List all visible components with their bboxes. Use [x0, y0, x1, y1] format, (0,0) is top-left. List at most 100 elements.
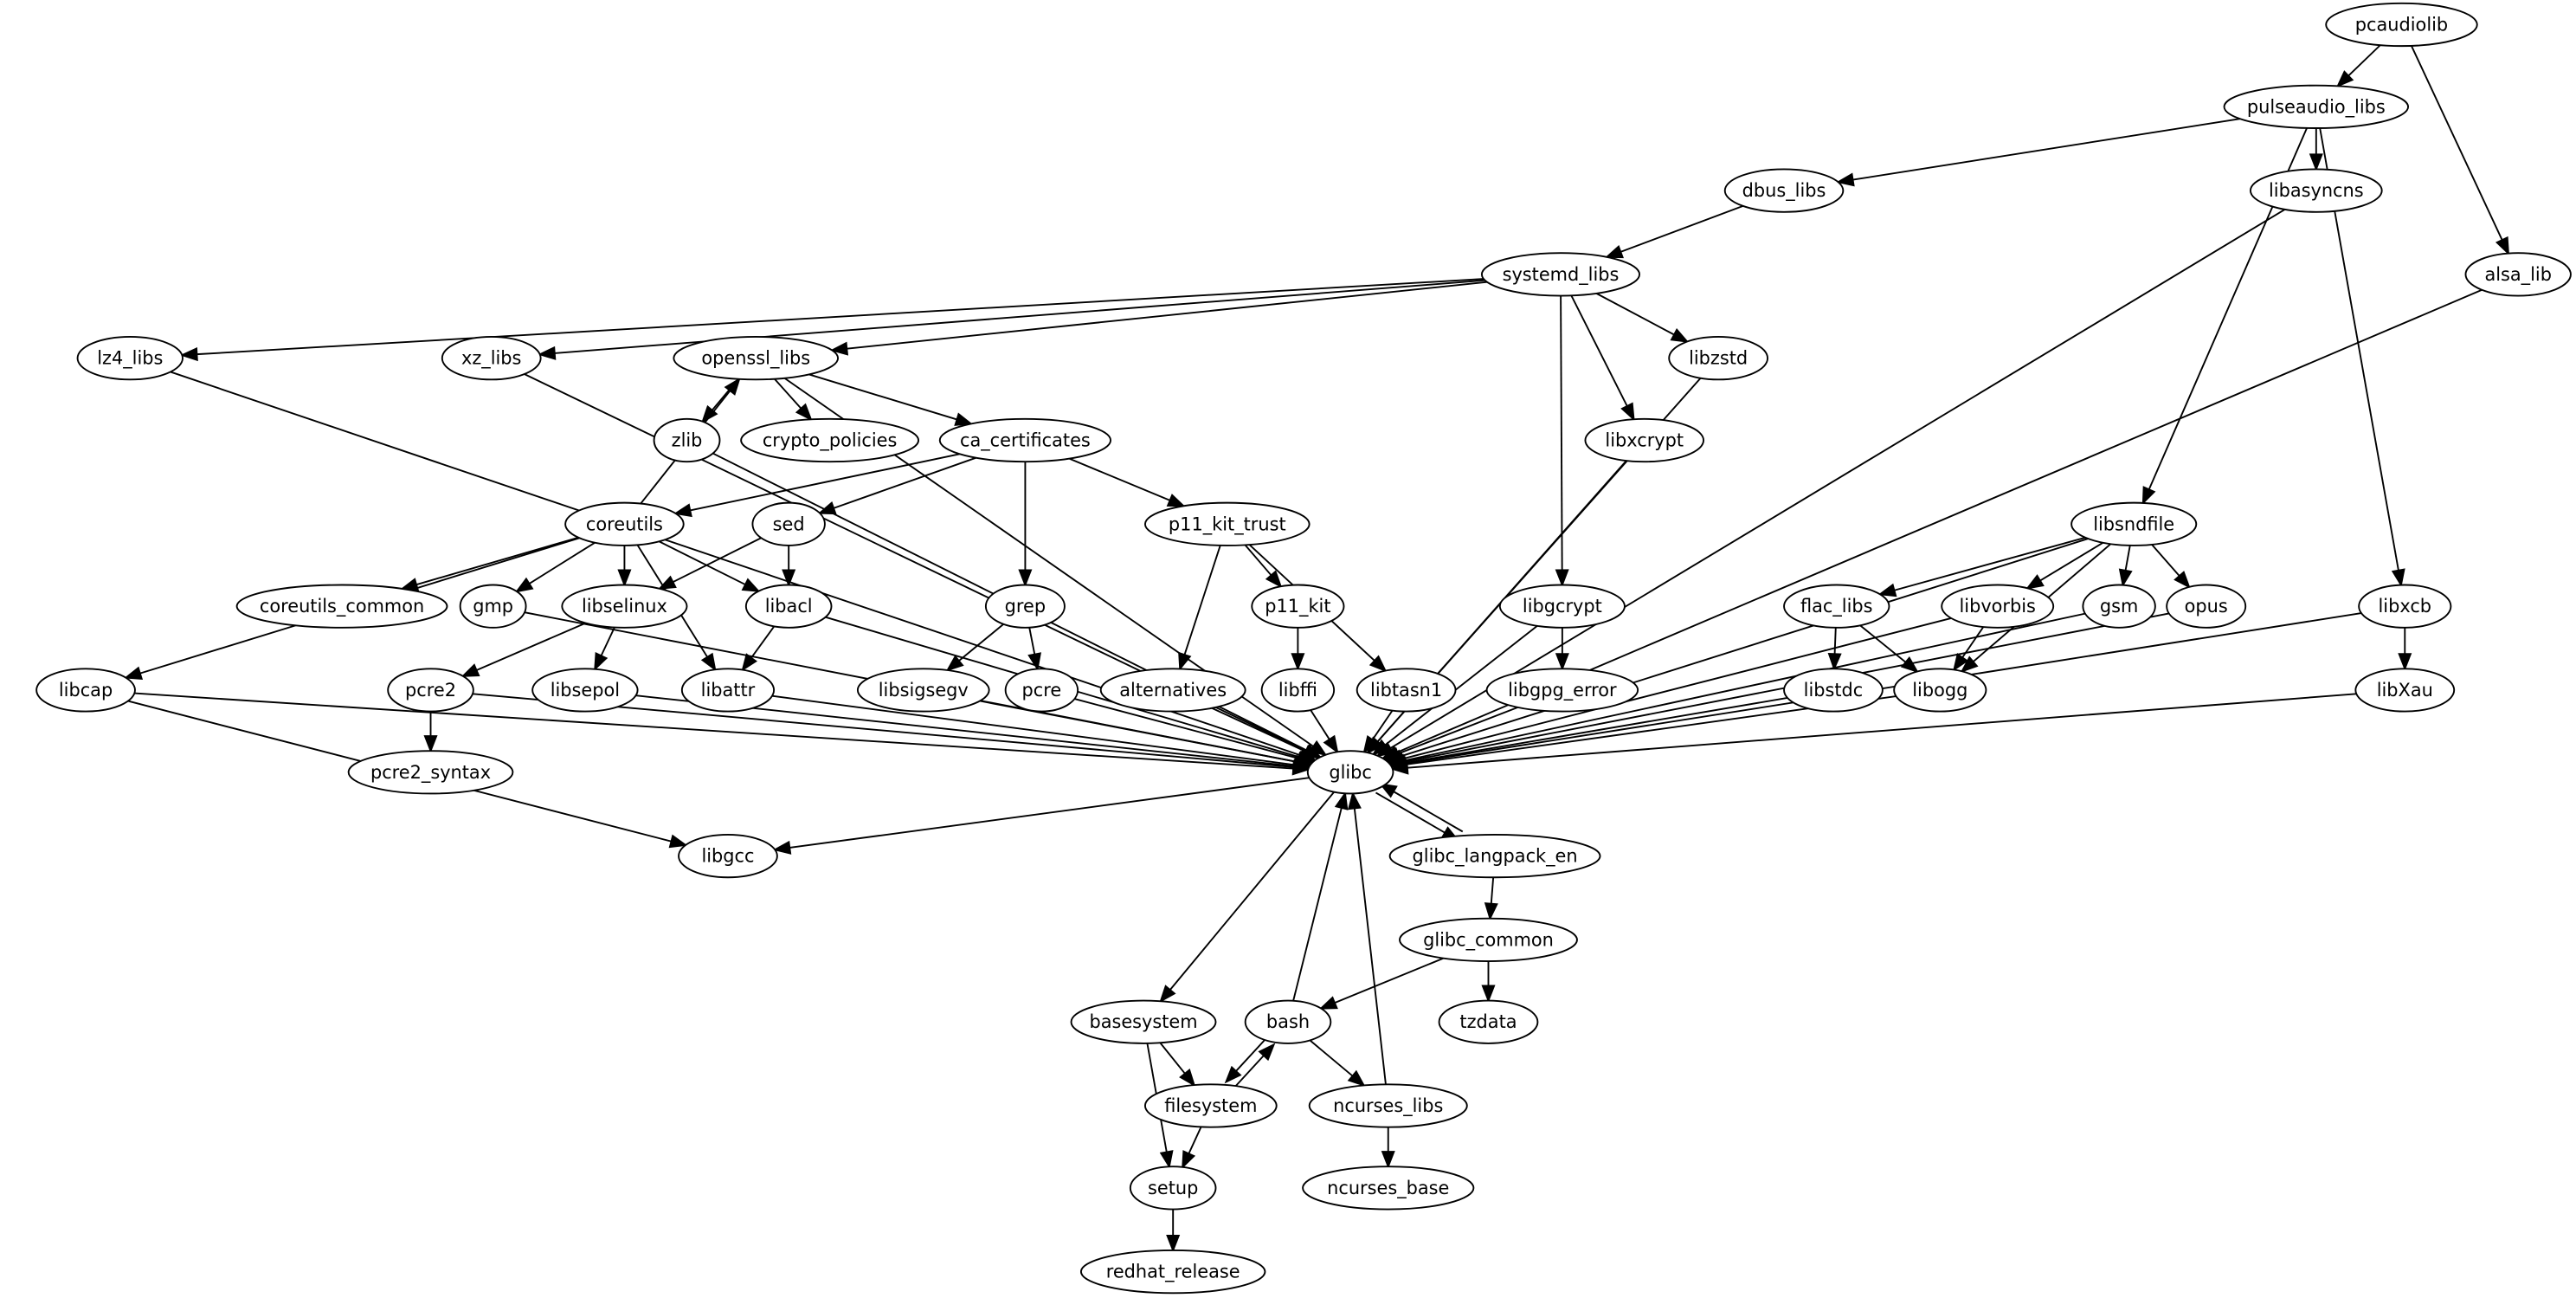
- edge-grep-to-pcre: [1027, 627, 1041, 672]
- edge-line: [1403, 612, 2086, 762]
- arrowhead-icon: [1620, 402, 1635, 422]
- edge-line: [554, 279, 1485, 354]
- edge-line: [1595, 293, 1675, 336]
- node-ellipse: [1308, 1083, 1468, 1128]
- node-ca_certificates: ca_certificates: [938, 417, 1112, 463]
- node-libzstd: libzstd: [1668, 336, 1769, 381]
- node-label: setup: [1148, 1178, 1198, 1198]
- arrowhead-icon: [1334, 791, 1349, 810]
- edge-openssl_libs-to-ca_certificates: [808, 373, 974, 426]
- edge-line: [1852, 118, 2241, 181]
- node-ellipse: [1260, 668, 1336, 713]
- node-ellipse: [740, 417, 920, 463]
- node-ellipse: [1438, 999, 1539, 1044]
- node-label: redhat_release: [1106, 1262, 1240, 1283]
- node-ellipse: [1584, 417, 1705, 463]
- node-libffi: libffi: [1260, 668, 1336, 713]
- node-label: pcaudiolib: [2355, 14, 2448, 35]
- node-libattr: libattr: [680, 668, 776, 713]
- node-ellipse: [459, 584, 527, 629]
- node-label: systemd_libs: [1503, 264, 1620, 286]
- edge-libselinux-to-libsepol: [594, 627, 615, 672]
- node-ellipse: [1723, 168, 1845, 213]
- node-gsm: gsm: [2082, 584, 2156, 629]
- node-ellipse: [1143, 501, 1311, 546]
- node-label: glibc: [1329, 762, 1372, 783]
- arrowhead-icon: [1381, 1151, 1395, 1169]
- edge-line: [1310, 709, 1330, 740]
- node-alsa_lib: alsa_lib: [2464, 252, 2572, 297]
- node-label: p11_kit_trust: [1169, 513, 1286, 535]
- node-ellipse: [441, 336, 542, 381]
- arrowhead-icon: [1159, 985, 1176, 1004]
- arrowhead-icon: [673, 503, 692, 518]
- node-label: bash: [1266, 1011, 1310, 1032]
- edge-coreutils-to-libacl: [658, 540, 761, 592]
- edge-line: [2347, 44, 2381, 77]
- edge-systemd_libs-to-lz4_libs: [179, 278, 1484, 362]
- edge-line: [2124, 545, 2131, 571]
- node-ellipse: [347, 750, 514, 795]
- node-crypto_policies: crypto_policies: [740, 417, 920, 463]
- arrowhead-icon: [514, 577, 534, 593]
- node-label: libxcrypt: [1605, 430, 1684, 451]
- arrowhead-icon: [1182, 1150, 1196, 1170]
- node-label: libacl: [765, 596, 813, 617]
- node-ellipse: [984, 584, 1066, 629]
- edge-pulseaudio_libs-to-libasyncns: [2309, 128, 2323, 172]
- node-p11_kit_trust: p11_kit_trust: [1143, 501, 1311, 546]
- arrowhead-icon: [954, 412, 974, 426]
- node-ellipse: [35, 668, 136, 713]
- node-libxcb: libxcb: [2358, 584, 2452, 629]
- node-label: pulseaudio_libs: [2247, 96, 2386, 118]
- edge-filesystem-to-bash: [1233, 1043, 1276, 1089]
- edge-line: [1400, 538, 2089, 758]
- edge-setup-to-redhat_release: [1166, 1209, 1181, 1253]
- edge-ca_certificates-to-grep: [1018, 462, 1033, 588]
- edge-line: [1371, 710, 1394, 740]
- node-label: libzstd: [1689, 348, 1748, 369]
- node-basesystem: basesystem: [1070, 999, 1217, 1044]
- node-label: sed: [773, 513, 805, 534]
- edge-line: [1405, 697, 1788, 764]
- arrowhead-icon: [1292, 758, 1311, 772]
- edge-pulseaudio_libs-to-dbus_libs: [1836, 118, 2241, 187]
- node-lz4_libs: lz4_libs: [76, 336, 184, 381]
- edge-line: [1211, 707, 1306, 752]
- edge-ncurses_libs-to-ncurses_base: [1381, 1127, 1395, 1169]
- node-label: filesystem: [1164, 1095, 1257, 1116]
- edge-line: [1028, 627, 1036, 655]
- arrowhead-icon: [179, 347, 198, 362]
- node-ellipse: [1941, 584, 2055, 629]
- node-ellipse: [531, 668, 639, 713]
- edge-ncurses_libs-to-glibc: [1347, 791, 1387, 1085]
- node-label: basesystem: [1089, 1011, 1197, 1032]
- arrowhead-icon: [795, 403, 813, 422]
- arrowhead-icon: [1389, 757, 1408, 772]
- node-ellipse: [2358, 584, 2452, 629]
- arrowhead-icon: [1670, 327, 1690, 343]
- edge-line: [2151, 544, 2180, 577]
- edge-pcaudiolib-to-pulseaudio_libs: [2335, 44, 2381, 88]
- edge-line: [1159, 1042, 1186, 1075]
- edge-line: [1233, 1055, 1265, 1089]
- arrowhead-icon: [1371, 739, 1390, 756]
- edge-ca_certificates-to-sed: [817, 456, 976, 515]
- arrowhead-icon: [2335, 70, 2354, 88]
- node-label: libgcrypt: [1523, 596, 1602, 617]
- node-label: flac_libs: [1800, 596, 1873, 617]
- edge-line: [1235, 1037, 1267, 1072]
- arrowhead-icon: [460, 663, 480, 677]
- arrowhead-icon: [1836, 172, 1855, 187]
- edge-libsndfile-to-flac_libs: [1877, 536, 2086, 597]
- arrowhead-icon: [817, 501, 837, 515]
- edge-systemd_libs-to-libzstd: [1595, 293, 1690, 343]
- edge-line: [1188, 1126, 1202, 1154]
- edge-line: [1397, 706, 1518, 755]
- edge-flac_libs-to-libogg: [1859, 624, 1919, 674]
- node-pcre2_syntax: pcre2_syntax: [347, 750, 514, 795]
- node-ellipse: [2223, 84, 2410, 129]
- node-ellipse: [2070, 501, 2198, 546]
